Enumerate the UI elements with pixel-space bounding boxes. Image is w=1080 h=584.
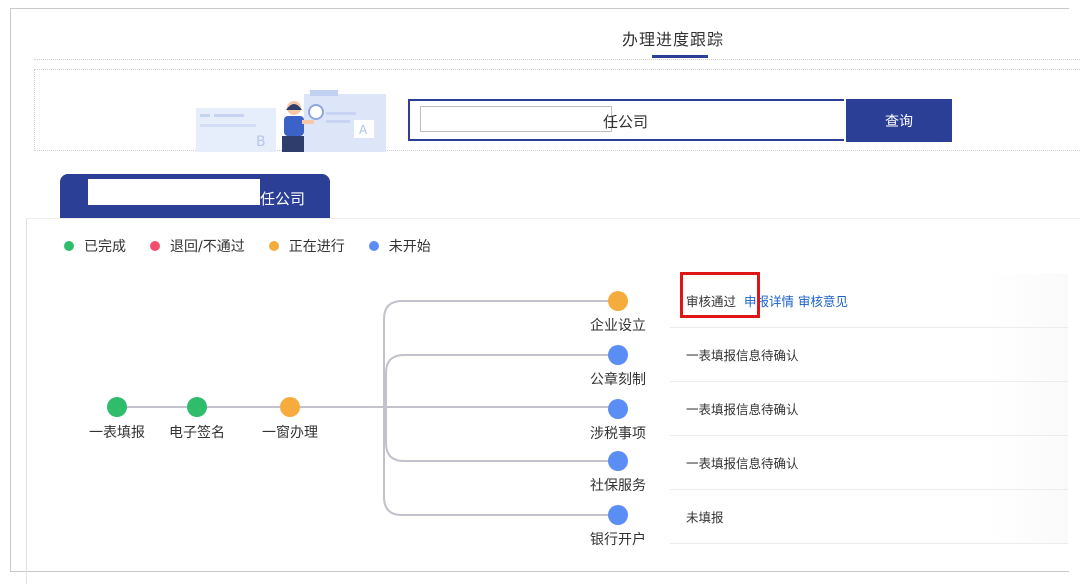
status-row-bank: 未填报	[670, 490, 1068, 544]
step-label: 电子签名	[169, 424, 225, 441]
status-legend: 已完成 退回/不通过 正在进行 未开始	[64, 236, 455, 256]
legend-completed: 已完成	[64, 236, 126, 256]
redacted-region	[88, 179, 260, 205]
status-text: 未填报	[686, 510, 724, 525]
step-node-e-signature	[187, 397, 207, 417]
search-input-value: 任公司	[603, 113, 649, 131]
branch-node-bank	[608, 505, 628, 525]
tab-progress-tracking[interactable]: 办理进度跟踪	[622, 30, 725, 49]
branch-label: 公章刻制	[590, 371, 646, 388]
status-text: 一表填报信息待确认	[686, 402, 799, 417]
status-row-seal: 一表填报信息待确认	[670, 328, 1068, 382]
step-label: 一窗办理	[262, 424, 318, 441]
status-row-company-setup: 审核通过 申报详情 审核意见	[670, 274, 1068, 328]
legend-label: 未开始	[388, 239, 431, 255]
step-node-fill-form	[107, 397, 127, 417]
redacted-region	[420, 106, 612, 132]
branch-label: 银行开户	[590, 531, 646, 548]
legend-label: 正在进行	[288, 239, 345, 255]
search-button[interactable]: 查询	[846, 99, 952, 142]
status-text: 一表填报信息待确认	[686, 456, 799, 471]
branch-label: 社保服务	[590, 478, 646, 494]
company-search-input[interactable]: 任公司	[408, 99, 844, 141]
branch-node-tax	[608, 399, 628, 419]
not-started-dot-icon	[368, 241, 379, 251]
search-illustration: B A	[196, 90, 386, 152]
active-tab-indicator	[652, 55, 708, 58]
status-text: 一表填报信息待确认	[686, 348, 799, 363]
branch-node-social-security	[608, 451, 628, 471]
legend-in-progress: 正在进行	[268, 236, 345, 256]
company-name: 任公司	[260, 190, 306, 208]
branch-label: 涉税事项	[590, 426, 646, 442]
rejected-dot-icon	[150, 241, 160, 251]
in-progress-dot-icon	[268, 241, 279, 251]
step-node-one-window	[280, 397, 300, 417]
legend-label: 退回/不通过	[170, 239, 245, 255]
legend-label: 已完成	[84, 239, 126, 255]
highlight-box	[680, 272, 760, 318]
legend-not-started: 未开始	[368, 236, 431, 256]
status-text: 审核通过	[686, 294, 737, 309]
declaration-details-link[interactable]: 申报详情	[744, 294, 795, 309]
legend-rejected: 退回/不通过	[150, 236, 245, 256]
status-row-tax: 一表填报信息待确认	[670, 382, 1068, 436]
branch-node-seal	[608, 345, 628, 365]
step-label: 一表填报	[89, 425, 145, 441]
status-row-social-security: 一表填报信息待确认	[670, 436, 1068, 490]
company-tab[interactable]: 任公司	[60, 174, 330, 219]
review-opinion-link[interactable]: 审核意见	[798, 294, 849, 309]
completed-dot-icon	[64, 241, 74, 251]
svg-text:A: A	[359, 123, 368, 137]
branch-nodes	[608, 291, 628, 525]
branch-line-2	[385, 354, 618, 462]
svg-text:B: B	[256, 134, 266, 150]
branch-label: 企业设立	[590, 317, 646, 334]
branch-line-1	[383, 300, 618, 516]
branch-node-company-setup	[608, 291, 628, 311]
main-step-nodes	[107, 397, 300, 417]
tab-divider	[34, 59, 1080, 60]
progress-panel	[26, 218, 1080, 584]
